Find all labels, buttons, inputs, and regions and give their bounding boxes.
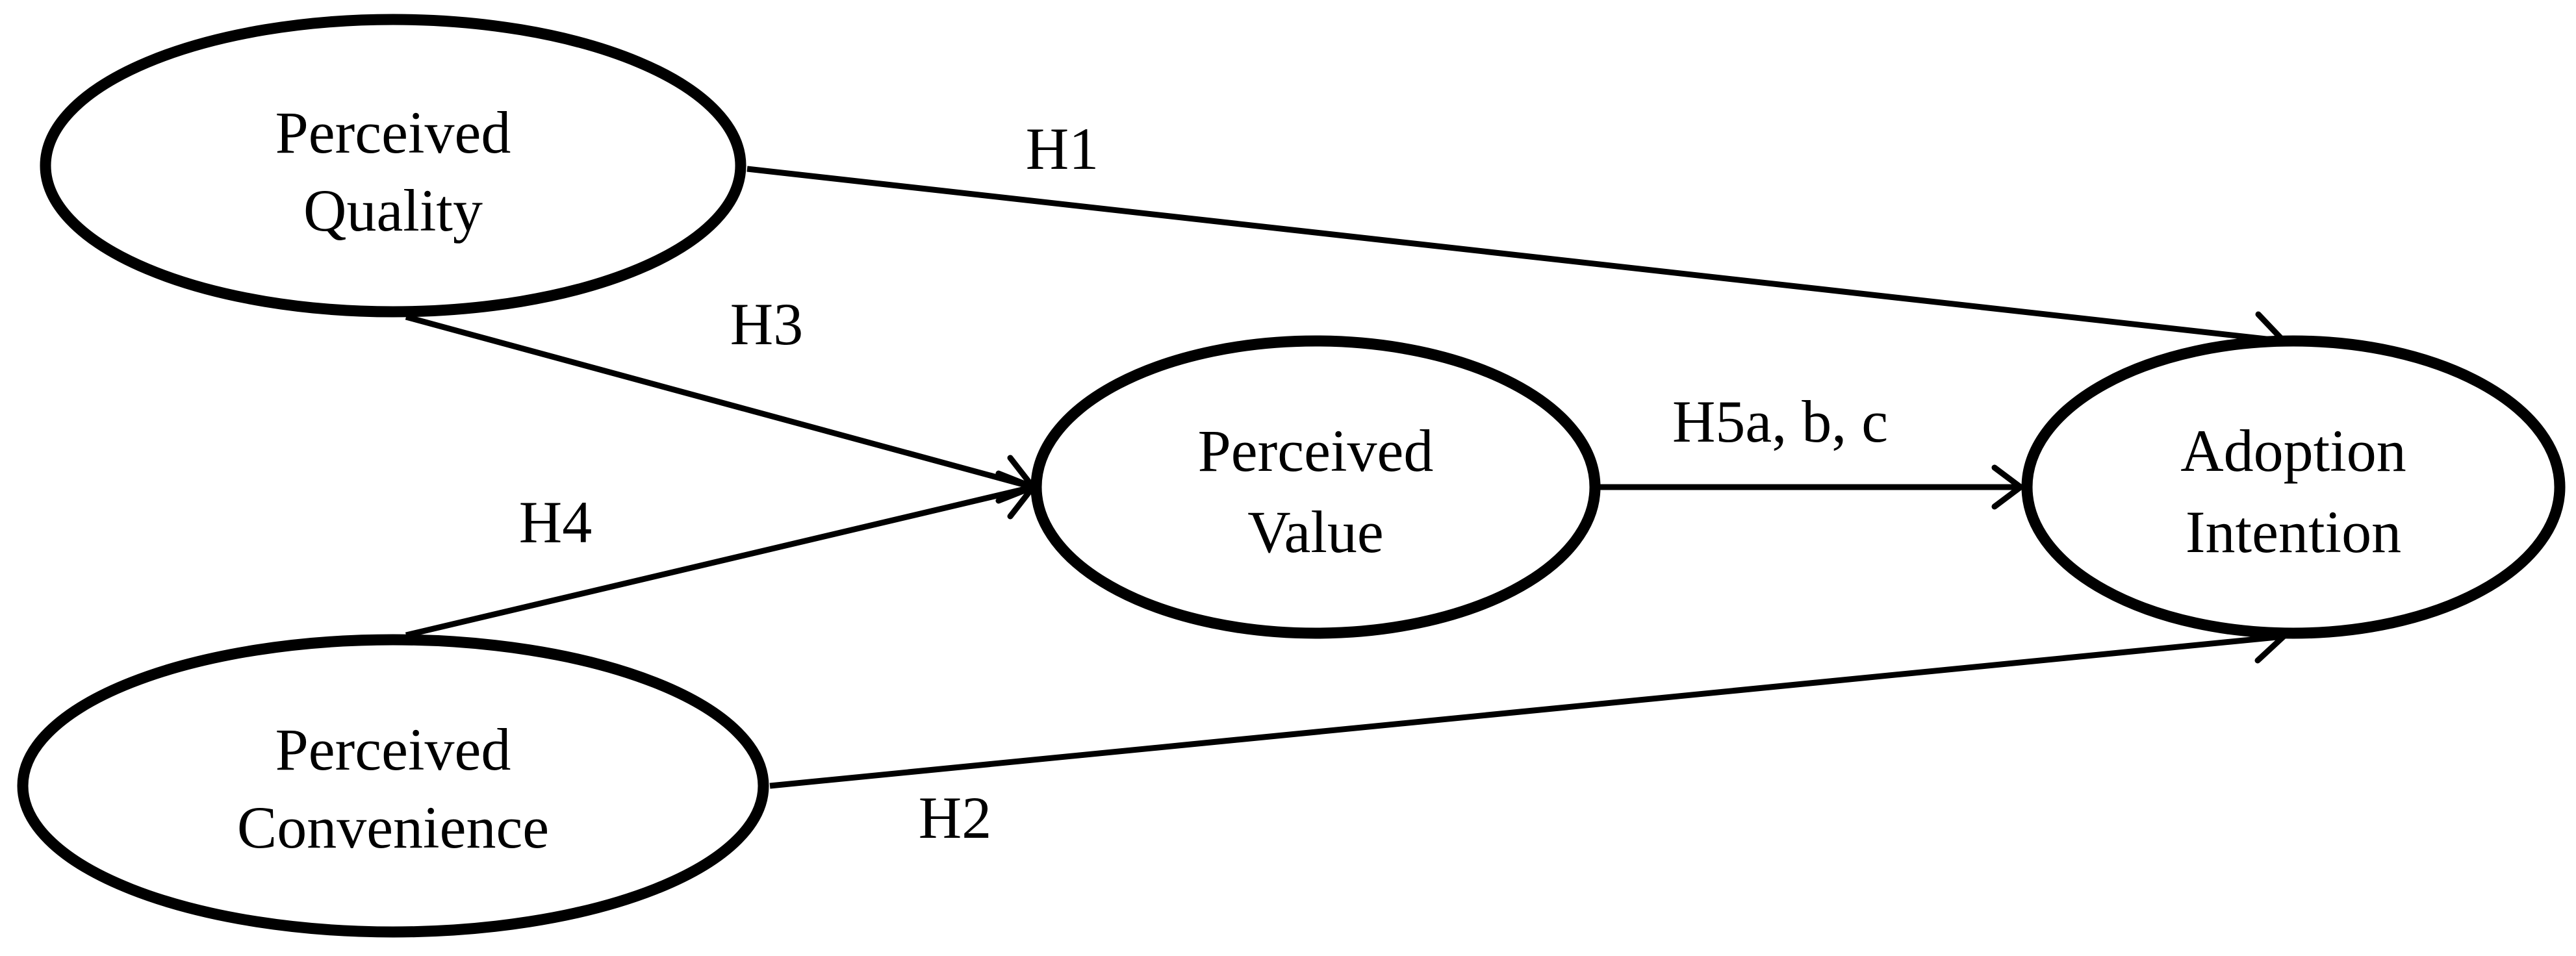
edge-h4-label: H4	[519, 489, 592, 555]
node-perceived-convenience: Perceived Convenience	[17, 634, 769, 938]
edge-h2-line	[769, 633, 2284, 789]
edge-h4	[405, 470, 1036, 638]
edge-h3-label: H3	[730, 291, 803, 357]
edge-h1-line	[746, 166, 2284, 344]
node-perceived-convenience-label-line2: Convenience	[237, 794, 549, 861]
node-perceived-value: Perceived Value	[1030, 335, 1601, 639]
node-adoption-intention-ellipse	[2021, 335, 2566, 639]
edge-h1-label: H1	[1026, 116, 1099, 182]
node-adoption-intention: Adoption Intention	[2021, 335, 2566, 639]
edge-h2	[769, 616, 2287, 789]
node-perceived-quality-label-line2: Quality	[303, 177, 483, 244]
node-adoption-intention-label-line1: Adoption	[2180, 418, 2406, 484]
edge-h2-label: H2	[919, 785, 991, 851]
edge-h5	[1598, 464, 2024, 510]
edge-h1	[746, 166, 2287, 362]
node-perceived-convenience-ellipse	[17, 634, 769, 938]
node-perceived-quality-label-line1: Perceived	[275, 99, 511, 166]
node-perceived-quality: Perceived Quality	[40, 14, 746, 318]
edge-h3-line	[405, 314, 1034, 490]
node-perceived-quality-ellipse	[40, 14, 746, 318]
node-perceived-value-label-line1: Perceived	[1198, 418, 1434, 484]
edge-h4-line	[405, 484, 1034, 638]
node-perceived-value-label-line2: Value	[1247, 499, 1383, 565]
edge-h5-arrowhead	[1991, 464, 2024, 510]
edge-h3	[405, 314, 1036, 504]
edge-h5-label: H5a, b, c	[1672, 388, 1888, 455]
node-perceived-value-ellipse	[1030, 335, 1601, 639]
node-perceived-convenience-label-line1: Perceived	[275, 716, 511, 783]
node-adoption-intention-label-line2: Intention	[2186, 499, 2401, 565]
